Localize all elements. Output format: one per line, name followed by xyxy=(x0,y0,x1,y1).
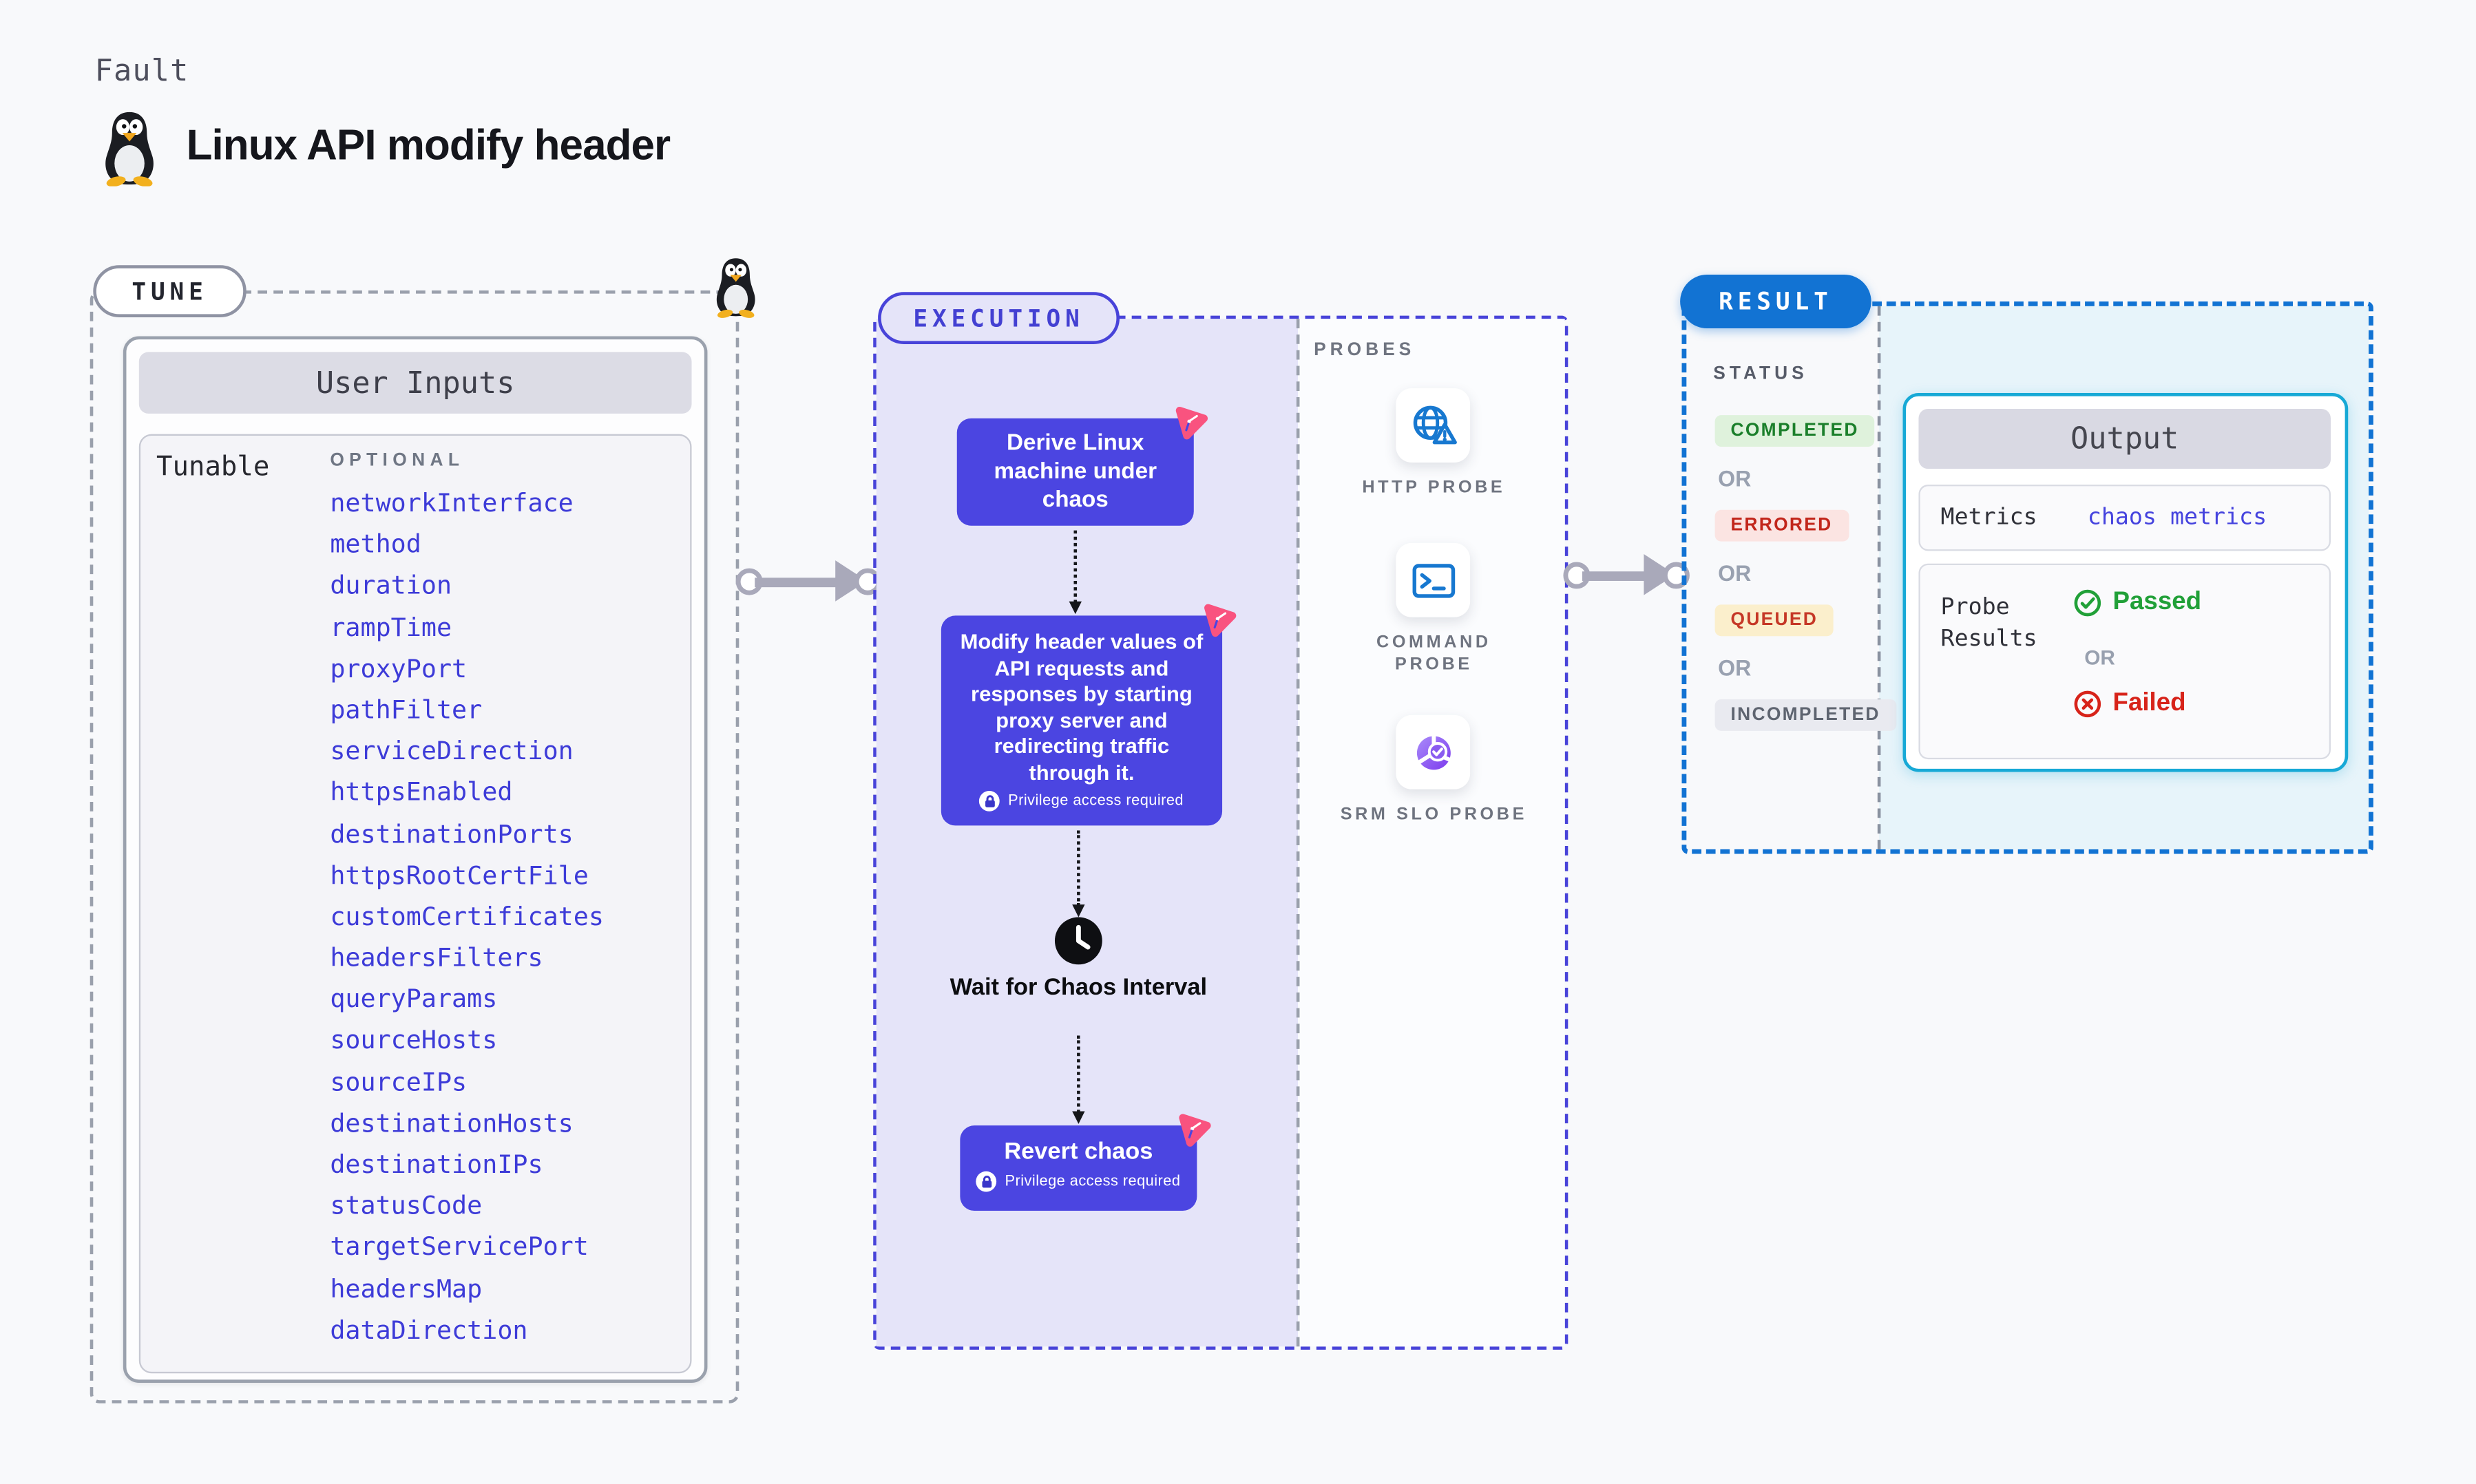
tunable-link[interactable]: serviceDirection xyxy=(330,735,574,766)
tune-badge: TUNE xyxy=(93,265,246,317)
chaos-icon xyxy=(1170,402,1210,442)
execution-badge: EXECUTION xyxy=(878,292,1120,344)
status-badge-queued: QUEUED xyxy=(1714,604,1834,637)
execution-probes-divider xyxy=(1296,319,1300,1347)
step-revert-chaos: Revert chaos Privilege access required xyxy=(960,1125,1197,1211)
result-badge: RESULT xyxy=(1680,275,1871,329)
tunable-link[interactable]: destinationPorts xyxy=(330,818,574,849)
tunable-link[interactable]: headersMap xyxy=(330,1273,483,1304)
flow-arrow-down xyxy=(1072,1035,1085,1124)
step-derive-machine: Derive Linux machine under chaos xyxy=(956,418,1194,526)
tunable-link[interactable]: queryParams xyxy=(330,984,498,1014)
probe-results-row: Probe Results Passed OR Failed xyxy=(1918,563,2331,760)
lock-icon xyxy=(979,791,1000,812)
tunable-link[interactable]: httpsEnabled xyxy=(330,777,513,807)
privilege-note: Privilege access required xyxy=(1005,1172,1181,1191)
or-separator: OR xyxy=(1718,560,1752,586)
failed-label: Failed xyxy=(2112,690,2186,717)
tunable-link[interactable]: httpsRootCertFile xyxy=(330,860,589,890)
flow-arrow-down xyxy=(1069,530,1082,615)
or-separator: OR xyxy=(2084,645,2115,670)
metrics-row: Metrics chaos metrics xyxy=(1918,485,2331,551)
flow-arrow-down xyxy=(1072,830,1085,918)
probe-label-http: HTTP PROBE xyxy=(1362,478,1506,498)
globe-alert-icon xyxy=(1412,405,1456,444)
status-title: STATUS xyxy=(1713,364,1808,384)
tunable-link[interactable]: statusCode xyxy=(330,1190,483,1221)
optional-column-label: OPTIONAL xyxy=(330,451,465,471)
tunable-link[interactable]: sourceIPs xyxy=(330,1066,468,1097)
probe-card-http xyxy=(1396,388,1471,463)
tunable-link[interactable]: duration xyxy=(330,570,452,601)
tunable-row-label: Tunable xyxy=(156,451,270,483)
user-inputs-title: User Inputs xyxy=(138,352,692,414)
chaos-icon xyxy=(1198,600,1238,639)
probe-results-label: Probe Results xyxy=(1940,595,2037,653)
tune-to-execution-arrow xyxy=(735,560,881,603)
check-circle-icon xyxy=(2074,589,2101,617)
metrics-label: Metrics xyxy=(1940,505,2037,531)
chaos-icon xyxy=(1173,1110,1213,1149)
step-label: Derive Linux machine under chaos xyxy=(994,431,1157,513)
tunable-link[interactable]: sourceHosts xyxy=(330,1025,498,1055)
tunables-list: networkInterface method duration rampTim… xyxy=(330,483,604,1351)
tunables-panel: Tunable OPTIONAL networkInterface method… xyxy=(138,434,692,1374)
tux-icon xyxy=(105,112,154,187)
tux-icon-small xyxy=(716,258,755,319)
passed-label: Passed xyxy=(2112,589,2202,616)
chaos-metrics-link[interactable]: chaos metrics xyxy=(2087,505,2267,531)
passed-result: Passed xyxy=(2073,589,2201,617)
probe-card-srm-slo xyxy=(1396,714,1471,789)
fault-kicker: Fault xyxy=(94,53,189,89)
output-card: Output Metrics chaos metrics Probe Resul… xyxy=(1902,393,2349,772)
output-title: Output xyxy=(1918,408,2331,469)
tunable-link[interactable]: method xyxy=(330,529,421,560)
probes-panel xyxy=(1298,319,1565,1347)
lock-icon xyxy=(976,1171,998,1192)
step-modify-headers: Modify header values of API requests and… xyxy=(941,615,1222,826)
tunable-link[interactable]: pathFilter xyxy=(330,694,483,725)
or-separator: OR xyxy=(1718,465,1752,491)
status-output-divider xyxy=(1877,306,1881,849)
x-circle-icon xyxy=(2074,690,2101,718)
arrow-shaft xyxy=(755,577,839,586)
tunable-link[interactable]: networkInterface xyxy=(330,487,574,518)
probe-card-command xyxy=(1396,542,1471,617)
probe-label-srm-slo: SRM SLO PROBE xyxy=(1340,805,1528,825)
probes-title: PROBES xyxy=(1314,341,1416,360)
step-wait-interval: Wait for Chaos Interval xyxy=(950,974,1208,1001)
step-label: Modify header values of API requests and… xyxy=(960,630,1204,784)
tune-section-border xyxy=(90,290,739,1403)
page-title: Linux API modify header xyxy=(186,121,671,169)
tunable-link[interactable]: dataDirection xyxy=(330,1314,528,1345)
step-label: Revert chaos xyxy=(1004,1138,1153,1165)
tunable-link[interactable]: rampTime xyxy=(330,611,452,642)
status-badge-errored: ERRORED xyxy=(1714,509,1849,542)
slo-pie-icon xyxy=(1416,732,1452,770)
arrow-shaft xyxy=(1582,571,1647,580)
tunable-link[interactable]: headersFilters xyxy=(330,942,543,973)
privilege-note: Privilege access required xyxy=(1008,792,1184,809)
tunable-link[interactable]: proxyPort xyxy=(330,653,468,683)
probe-label-command: COMMAND PROBE xyxy=(1376,633,1491,675)
or-separator: OR xyxy=(1718,655,1752,681)
status-badge-completed: COMPLETED xyxy=(1714,415,1875,447)
tunable-link[interactable]: customCertificates xyxy=(330,901,604,931)
user-inputs-card: User Inputs Tunable OPTIONAL networkInte… xyxy=(123,336,708,1383)
terminal-icon xyxy=(1412,563,1455,597)
failed-result: Failed xyxy=(2073,690,2186,718)
probes-to-result-arrow xyxy=(1563,553,1690,597)
status-list: COMPLETED OR ERRORED OR QUEUED OR INCOMP… xyxy=(1714,415,1896,731)
tunable-link[interactable]: targetServicePort xyxy=(330,1231,589,1262)
tunable-link[interactable]: destinationIPs xyxy=(330,1149,543,1180)
status-badge-incompleted: INCOMPLETED xyxy=(1714,699,1896,731)
clock-icon xyxy=(1054,917,1102,965)
tunable-link[interactable]: destinationHosts xyxy=(330,1107,574,1138)
